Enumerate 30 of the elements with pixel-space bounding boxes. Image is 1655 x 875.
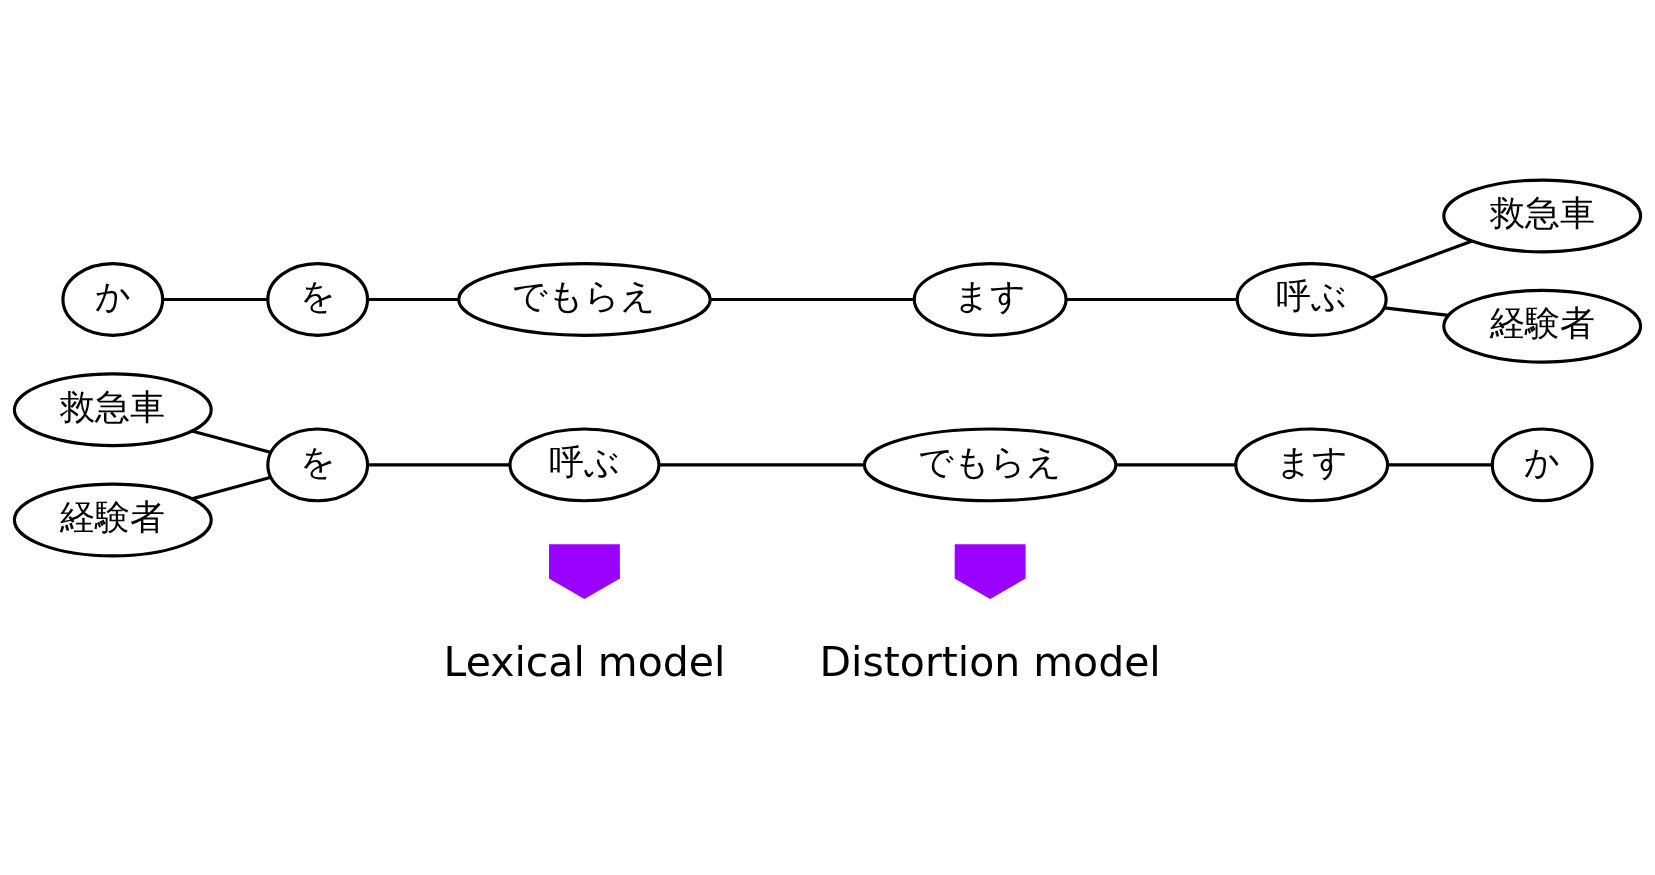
node-ellipse: 経験者 xyxy=(1442,288,1643,364)
node-ellipse: でもらえ xyxy=(862,426,1118,502)
node-arrow xyxy=(549,543,620,599)
connector xyxy=(191,428,271,454)
node-ellipse: を xyxy=(266,426,370,502)
node-ellipse: 呼ぶ xyxy=(508,426,661,502)
node-ellipse: ます xyxy=(1234,426,1390,502)
label: Distortion model xyxy=(819,637,1161,686)
label: Lexical model xyxy=(443,637,726,686)
connector xyxy=(1116,462,1236,466)
connector xyxy=(710,297,915,301)
node-ellipse: を xyxy=(266,261,370,337)
connector xyxy=(1387,462,1492,466)
node-arrow xyxy=(954,543,1026,599)
node-ellipse: でもらえ xyxy=(457,261,712,337)
node-ellipse: 救急車 xyxy=(1442,178,1643,253)
connector xyxy=(368,462,510,466)
node-ellipse: 呼ぶ xyxy=(1235,261,1388,337)
connector xyxy=(368,297,459,301)
node-ellipse: か xyxy=(61,261,165,337)
node-ellipse: 救急車 xyxy=(12,371,213,447)
connector xyxy=(191,475,271,500)
connector xyxy=(1065,297,1237,301)
connector xyxy=(163,297,268,301)
node-ellipse: ます xyxy=(912,261,1068,337)
node-ellipse: か xyxy=(1490,426,1594,502)
connector xyxy=(1371,239,1473,279)
connector xyxy=(659,462,864,466)
connector xyxy=(1384,305,1449,317)
node-ellipse: 経験者 xyxy=(12,482,213,557)
